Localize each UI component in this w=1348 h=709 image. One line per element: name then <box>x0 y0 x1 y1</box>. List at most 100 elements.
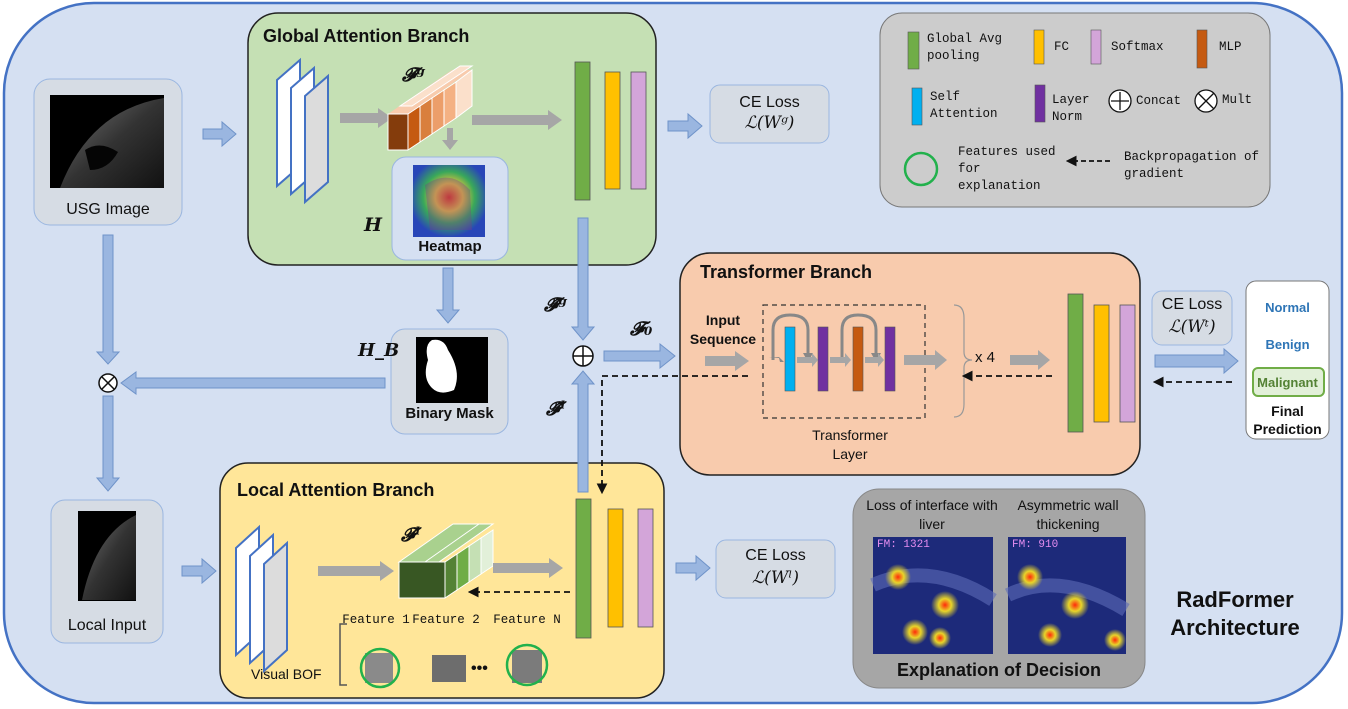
transformer-softmax-bar <box>1119 304 1136 423</box>
legend-gap-label: Global Avg pooling <box>927 32 1003 63</box>
legend-self-attention-label: Self Attention <box>930 90 998 121</box>
backprop-to-local-arrow <box>596 375 748 495</box>
visual-bof-label: Visual BOF <box>251 666 322 682</box>
arrow-fl-up <box>570 370 596 493</box>
explanation-title: Explanation of Decision <box>896 660 1102 680</box>
local-loss-box <box>715 539 836 599</box>
prediction-benign: Benign <box>1265 337 1310 352</box>
feature-1-patch <box>365 653 393 683</box>
explanation-fm-right: FM: 910 <box>1012 539 1059 551</box>
arrow-global-to-loss <box>667 112 703 140</box>
global-loss-title: CE Loss <box>739 94 800 111</box>
self-attention-block <box>784 326 796 392</box>
concat-operator-icon <box>572 345 594 367</box>
local-input-label: Local Input <box>67 617 147 634</box>
input-sequence-label: Input Sequence <box>689 312 757 347</box>
feature-n-explain-circle <box>505 643 549 687</box>
global-softmax-bar <box>630 71 647 190</box>
local-softmax-bar <box>637 508 654 628</box>
legend-mlp-swatch <box>1196 29 1208 69</box>
arrow-mult-to-local <box>95 395 121 492</box>
global-fc-bar <box>604 71 621 190</box>
local-fc-bar <box>607 508 624 628</box>
local-gap-bar <box>575 498 592 639</box>
legend-concat-label: Concat <box>1136 94 1182 108</box>
fl-hat-label: 𝓕̂ˡ <box>546 398 566 420</box>
transformer-loss-formula: ℒ(Wᵗ) <box>1168 317 1216 337</box>
legend-gap-swatch <box>907 31 920 70</box>
prediction-box <box>1245 280 1330 440</box>
explanation-fm-left: FM: 1321 <box>877 539 930 551</box>
local-loss-title: CE Loss <box>745 547 806 564</box>
legend-mult-icon <box>1194 89 1218 113</box>
transformer-branch-title: Transformer Branch <box>700 262 873 282</box>
feature-2-patch <box>432 655 466 682</box>
global-loss-box <box>709 84 830 144</box>
local-feature-stack <box>235 524 288 674</box>
final-prediction-label: Final Prediction <box>1253 403 1322 437</box>
local-branch-title: Local Attention Branch <box>237 480 435 500</box>
global-loss-formula: ℒ(Wᵍ) <box>744 113 795 133</box>
legend-softmax-swatch <box>1090 29 1102 65</box>
legend-explain-label: Features used for explanation <box>958 145 1056 193</box>
residual-loop-2 <box>840 313 878 360</box>
prediction-malignant: Malignant <box>1257 375 1318 390</box>
mult-operator-icon <box>98 373 118 393</box>
explanation-left-caption: Loss of interface with liver <box>866 497 998 532</box>
arrow-usg-down <box>95 234 121 365</box>
legend-mult-label: Mult <box>1222 93 1253 107</box>
fg-feature-cube <box>387 65 474 151</box>
legend-panel <box>879 12 1271 208</box>
arrow-fg-down <box>570 217 596 341</box>
fg-label: 𝓕ᵍ <box>402 64 426 86</box>
global-gap-bar <box>574 61 591 201</box>
heatmap-image <box>413 165 485 237</box>
arrow-local-to-branch <box>181 557 217 585</box>
fg-hat-label: 𝓕̂ᵍ <box>544 294 568 316</box>
global-branch-title: Global Attention Branch <box>263 26 470 46</box>
arrow-local-to-loss <box>675 554 711 582</box>
prediction-normal: Normal <box>1265 300 1310 315</box>
layer-norm-block-2 <box>884 326 896 392</box>
arrow-mask-to-mult <box>120 371 386 395</box>
feature-1-label: Feature 1 <box>342 613 410 627</box>
feature-n-patch <box>512 650 542 683</box>
fl-label: 𝓕ˡ <box>401 524 421 546</box>
heatmap-symbol: H <box>364 214 382 236</box>
arrow-concat-to-transformer <box>603 342 676 370</box>
transformer-loss-title: CE Loss <box>1161 296 1223 313</box>
arrow-transformer-to-prediction <box>1154 347 1239 375</box>
layer-norm-block-1 <box>817 326 829 392</box>
legend-fc-label: FC <box>1054 40 1070 54</box>
arrow-heatmap-to-mask <box>435 267 461 324</box>
explanation-right-caption: Asymmetric wall thickening <box>1017 497 1119 532</box>
legend-softmax-label: Softmax <box>1111 40 1164 54</box>
visual-bof-bracket <box>339 623 347 686</box>
legend-fc-swatch <box>1033 29 1045 65</box>
heatmap-label: Heatmap <box>418 238 482 255</box>
residual-loop-1 <box>771 313 810 360</box>
transformer-fc-bar <box>1093 304 1110 423</box>
transformer-repeat-brace <box>953 304 973 418</box>
feature-n-label: Feature N <box>493 613 561 627</box>
feature-1-explain-circle <box>359 647 401 689</box>
legend-mlp-label: MLP <box>1219 40 1242 54</box>
legend-layer-norm-label: Layer Norm <box>1052 93 1090 124</box>
usg-image-label: USG Image <box>66 201 150 218</box>
local-loss-formula: ℒ(Wˡ) <box>751 568 800 588</box>
binary-mask-label: Binary Mask <box>405 405 494 422</box>
legend-explain-circle-icon <box>903 151 939 187</box>
global-feature-stack <box>276 57 329 205</box>
explanation-hotspots <box>870 564 1130 651</box>
legend-self-attention-swatch <box>911 87 923 126</box>
feature-2-label: Feature 2 <box>412 613 480 627</box>
legend-layer-norm-swatch <box>1034 84 1046 123</box>
transformer-loss-box <box>1151 290 1233 346</box>
arrow-usg-to-global <box>202 120 237 148</box>
legend-concat-icon <box>1108 89 1132 113</box>
malignant-highlight <box>1252 367 1325 397</box>
transformer-layer-label: Transformer Layer <box>812 427 888 462</box>
mlp-block <box>852 326 864 392</box>
radformer-title: RadFormer Architecture <box>1170 587 1300 640</box>
